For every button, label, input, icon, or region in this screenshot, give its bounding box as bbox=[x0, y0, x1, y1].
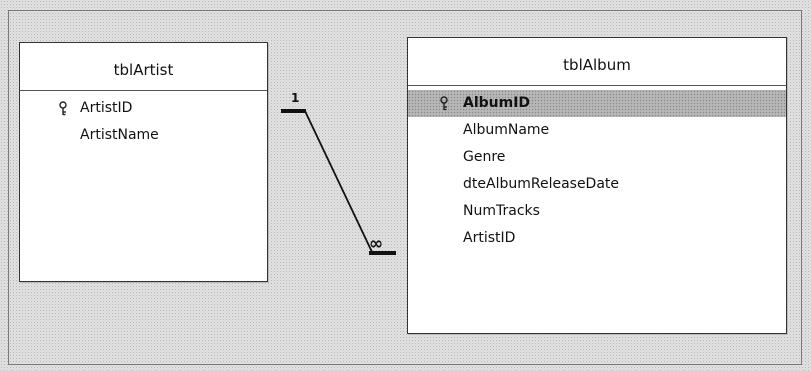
field-list-tblartist: ArtistID ArtistName bbox=[20, 91, 267, 149]
table-tblartist[interactable]: tblArtist ArtistID ArtistName bbox=[19, 42, 268, 282]
field-albumname[interactable]: AlbumName bbox=[408, 117, 786, 144]
table-title-tblartist: tblArtist bbox=[20, 43, 267, 91]
key-icon bbox=[59, 101, 67, 116]
table-title-tblalbum: tblAlbum bbox=[408, 38, 786, 86]
field-label: dteAlbumReleaseDate bbox=[463, 176, 620, 192]
table-tblalbum[interactable]: tblAlbum AlbumID AlbumName Genre dteAlbu… bbox=[407, 37, 787, 334]
field-genre[interactable]: Genre bbox=[408, 144, 786, 171]
diagram-frame bbox=[8, 10, 802, 365]
field-list-tblalbum: AlbumID AlbumName Genre dteAlbumReleaseD… bbox=[408, 86, 786, 252]
field-label: NumTracks bbox=[463, 203, 540, 219]
field-artistid-fk[interactable]: ArtistID bbox=[408, 225, 786, 252]
field-artistname[interactable]: ArtistName bbox=[20, 122, 267, 149]
field-numtracks[interactable]: NumTracks bbox=[408, 198, 786, 225]
field-artistid[interactable]: ArtistID bbox=[20, 95, 267, 122]
key-icon bbox=[440, 96, 448, 111]
field-label: AlbumID bbox=[463, 95, 531, 111]
field-dtealbumreleasedate[interactable]: dteAlbumReleaseDate bbox=[408, 171, 786, 198]
field-label: AlbumName bbox=[463, 122, 550, 138]
field-label: ArtistID bbox=[80, 100, 133, 116]
field-label: ArtistID bbox=[463, 230, 516, 246]
field-label: ArtistName bbox=[80, 127, 159, 143]
field-label: Genre bbox=[463, 149, 506, 165]
field-albumid[interactable]: AlbumID bbox=[408, 90, 786, 117]
